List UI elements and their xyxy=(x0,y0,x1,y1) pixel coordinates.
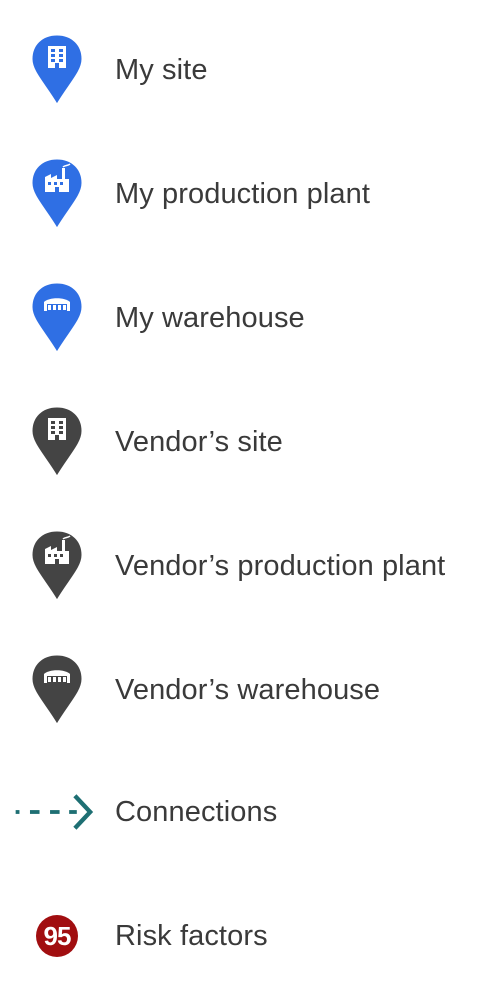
legend-label: Vendor’s production plant xyxy=(115,550,446,582)
legend-label: My site xyxy=(115,54,208,86)
legend-label: Connections xyxy=(115,796,278,828)
warehouse-pin-icon xyxy=(14,650,100,730)
site-pin-icon xyxy=(14,30,100,110)
legend-item-my-warehouse: My warehouse xyxy=(0,278,493,358)
production-plant-pin-icon xyxy=(14,526,100,606)
legend-item-vendor-site: Vendor’s site xyxy=(0,402,493,482)
legend-item-risk-factors: 95 Risk factors xyxy=(0,896,493,976)
legend-label: My warehouse xyxy=(115,302,305,334)
risk-badge-count: 95 xyxy=(36,915,78,957)
dashed-arrow-icon xyxy=(8,772,94,852)
legend-item-my-production-plant: My production plant xyxy=(0,154,493,234)
legend-item-my-site: My site xyxy=(0,30,493,110)
production-plant-pin-icon xyxy=(14,154,100,234)
site-pin-icon xyxy=(14,402,100,482)
legend-item-connections: Connections xyxy=(0,772,493,852)
risk-badge-icon: 95 xyxy=(14,896,100,976)
legend-label: My production plant xyxy=(115,178,370,210)
legend-label: Vendor’s warehouse xyxy=(115,674,381,706)
legend-item-vendor-warehouse: Vendor’s warehouse xyxy=(0,650,493,730)
legend-label: Risk factors xyxy=(115,920,268,952)
legend-label: Vendor’s site xyxy=(115,426,283,458)
legend-item-vendor-production-plant: Vendor’s production plant xyxy=(0,526,493,606)
warehouse-pin-icon xyxy=(14,278,100,358)
